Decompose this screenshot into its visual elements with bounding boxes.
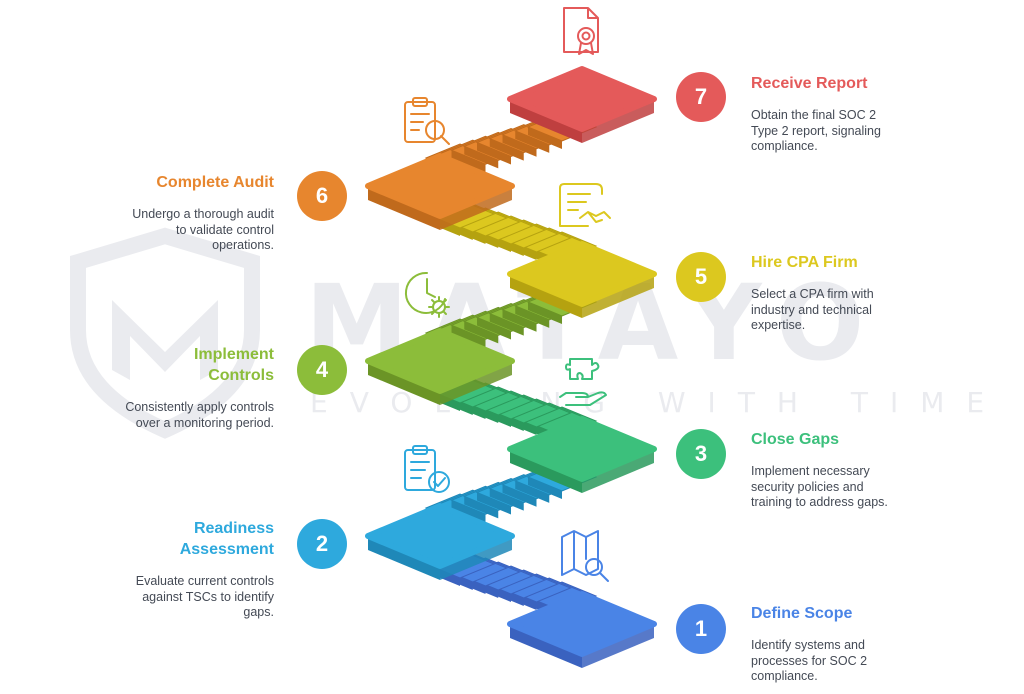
step-title: Readiness Assessment bbox=[179, 520, 274, 558]
step-1: Define Scope Identify systems and proces… bbox=[751, 603, 951, 685]
shield-logo-icon bbox=[70, 227, 260, 439]
step-description: Evaluate current controls against TSCs t… bbox=[135, 574, 274, 619]
contract-handshake-icon bbox=[559, 183, 611, 227]
step-number-3: 3 bbox=[676, 429, 726, 479]
step-title: Define Scope bbox=[751, 605, 853, 622]
step-title: Close Gaps bbox=[751, 431, 840, 448]
clock-gear-icon bbox=[404, 271, 450, 318]
map-search-icon bbox=[561, 530, 609, 582]
step-4: Implement Controls Consistently apply co… bbox=[110, 344, 274, 431]
landing-6 bbox=[365, 153, 515, 230]
document-search-icon bbox=[404, 97, 450, 145]
puzzle-hand-icon bbox=[559, 358, 607, 406]
clipboard-check-icon bbox=[404, 445, 450, 493]
landing-7 bbox=[507, 66, 657, 143]
step-title: Receive Report bbox=[751, 75, 868, 92]
step-number-5: 5 bbox=[676, 252, 726, 302]
landing-2 bbox=[365, 503, 515, 580]
step-7: Receive Report Obtain the final SOC 2 Ty… bbox=[751, 73, 951, 155]
step-title: Hire CPA Firm bbox=[751, 254, 858, 271]
step-number-2: 2 bbox=[297, 519, 347, 569]
step-description: Implement necessary security policies an… bbox=[751, 464, 888, 509]
step-description: Consistently apply controls over a monit… bbox=[125, 400, 274, 430]
step-description: Obtain the final SOC 2 Type 2 report, si… bbox=[751, 108, 881, 153]
landing-4 bbox=[365, 328, 515, 405]
step-2: Readiness Assessment Evaluate current co… bbox=[110, 518, 274, 621]
step-number-1: 1 bbox=[676, 604, 726, 654]
step-number-7: 7 bbox=[676, 72, 726, 122]
step-title: Implement Controls bbox=[193, 346, 274, 384]
step-6: Complete Audit Undergo a thorough audit … bbox=[110, 172, 274, 254]
landing-3 bbox=[507, 416, 657, 493]
landing-1 bbox=[507, 591, 657, 668]
step-title: Complete Audit bbox=[156, 174, 274, 191]
step-description: Identify systems and processes for SOC 2… bbox=[751, 638, 868, 683]
step-5: Hire CPA Firm Select a CPA firm with ind… bbox=[751, 252, 951, 334]
step-number-4: 4 bbox=[297, 345, 347, 395]
step-number-6: 6 bbox=[297, 171, 347, 221]
step-description: Select a CPA firm with industry and tech… bbox=[751, 287, 874, 332]
step-3: Close Gaps Implement necessary security … bbox=[751, 429, 951, 511]
step-description: Undergo a thorough audit to validate con… bbox=[132, 207, 274, 252]
certificate-document-icon bbox=[563, 7, 599, 55]
landing-5 bbox=[507, 241, 657, 318]
